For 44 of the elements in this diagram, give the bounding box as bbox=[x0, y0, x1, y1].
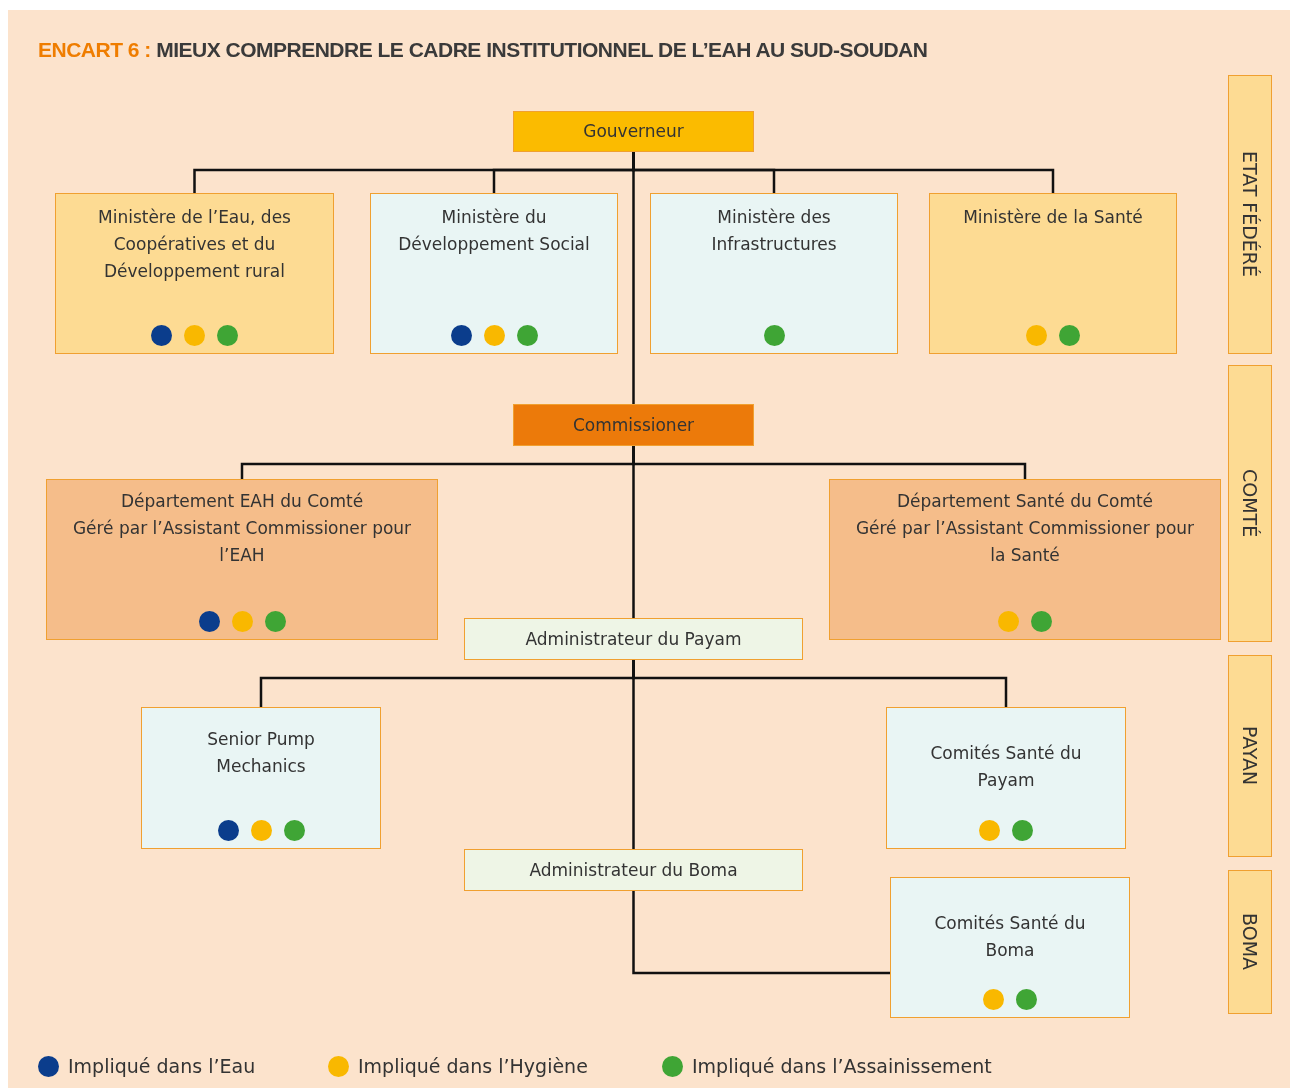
unit-box bbox=[141, 707, 381, 849]
unit-box bbox=[886, 707, 1126, 849]
ministry-box bbox=[55, 193, 334, 354]
node-label: Comités Santé du Payam bbox=[929, 742, 1083, 792]
node-label: Commissioner bbox=[572, 413, 695, 437]
connector-line bbox=[632, 891, 890, 975]
node-label: BOMA bbox=[1240, 913, 1260, 971]
department-box bbox=[829, 479, 1221, 640]
connector-line bbox=[632, 152, 635, 404]
role-box bbox=[513, 404, 754, 446]
department-box bbox=[46, 479, 438, 640]
level-band bbox=[1228, 655, 1272, 857]
node-label: PAYAN bbox=[1240, 726, 1260, 786]
node-label: COMTÉ bbox=[1240, 469, 1260, 538]
node-label: Ministère du Développement Social bbox=[397, 206, 591, 256]
unit-title: Département Santé du Comté bbox=[896, 490, 1154, 513]
node-label: Ministère de la Santé bbox=[963, 206, 1143, 229]
legend-label: Impliqué dans l’Eau bbox=[68, 1055, 256, 1077]
node-label: Senior Pump Mechanics bbox=[206, 728, 316, 778]
level-band bbox=[1228, 870, 1272, 1014]
unit-box bbox=[370, 193, 618, 354]
node-label: Comités Santé du Boma bbox=[933, 912, 1087, 962]
level-band bbox=[1228, 365, 1272, 642]
unit-description: Géré par l’Assistant Commissioner pour la Santé bbox=[855, 517, 1195, 567]
role-box bbox=[464, 849, 803, 891]
diagram-title: ENCART 6 : MIEUX COMPRENDRE LE CADRE INSTITUTIONNEL DE L’EAH AU SUD-SOUDAN bbox=[38, 38, 928, 62]
ministry-box bbox=[929, 193, 1177, 354]
unit-box bbox=[890, 877, 1130, 1018]
node-label: Administrateur du Boma bbox=[529, 858, 738, 882]
node-label: Gouverneur bbox=[583, 120, 684, 143]
role-box bbox=[464, 618, 803, 660]
unit-description: Géré par l’Assistant Commissioner pour l’EAH bbox=[72, 517, 412, 567]
role-box bbox=[513, 111, 754, 152]
node-label: Administrateur du Payam bbox=[525, 627, 742, 651]
connector-line bbox=[632, 660, 635, 849]
node-label: Ministère de l’Eau, des Coopératives et du Développement rural bbox=[97, 206, 292, 283]
legend-label: Impliqué dans l’Assainissement bbox=[692, 1055, 992, 1077]
unit-box bbox=[650, 193, 898, 354]
unit-title: Département EAH du Comté bbox=[120, 490, 364, 513]
node-label: ETAT FÉDÉRÉ bbox=[1240, 151, 1260, 278]
legend-label: Impliqué dans l’Hygiène bbox=[358, 1055, 588, 1077]
connector-line bbox=[632, 446, 635, 618]
node-label: Ministère des Infrastructures bbox=[710, 206, 838, 256]
level-band bbox=[1228, 75, 1272, 354]
